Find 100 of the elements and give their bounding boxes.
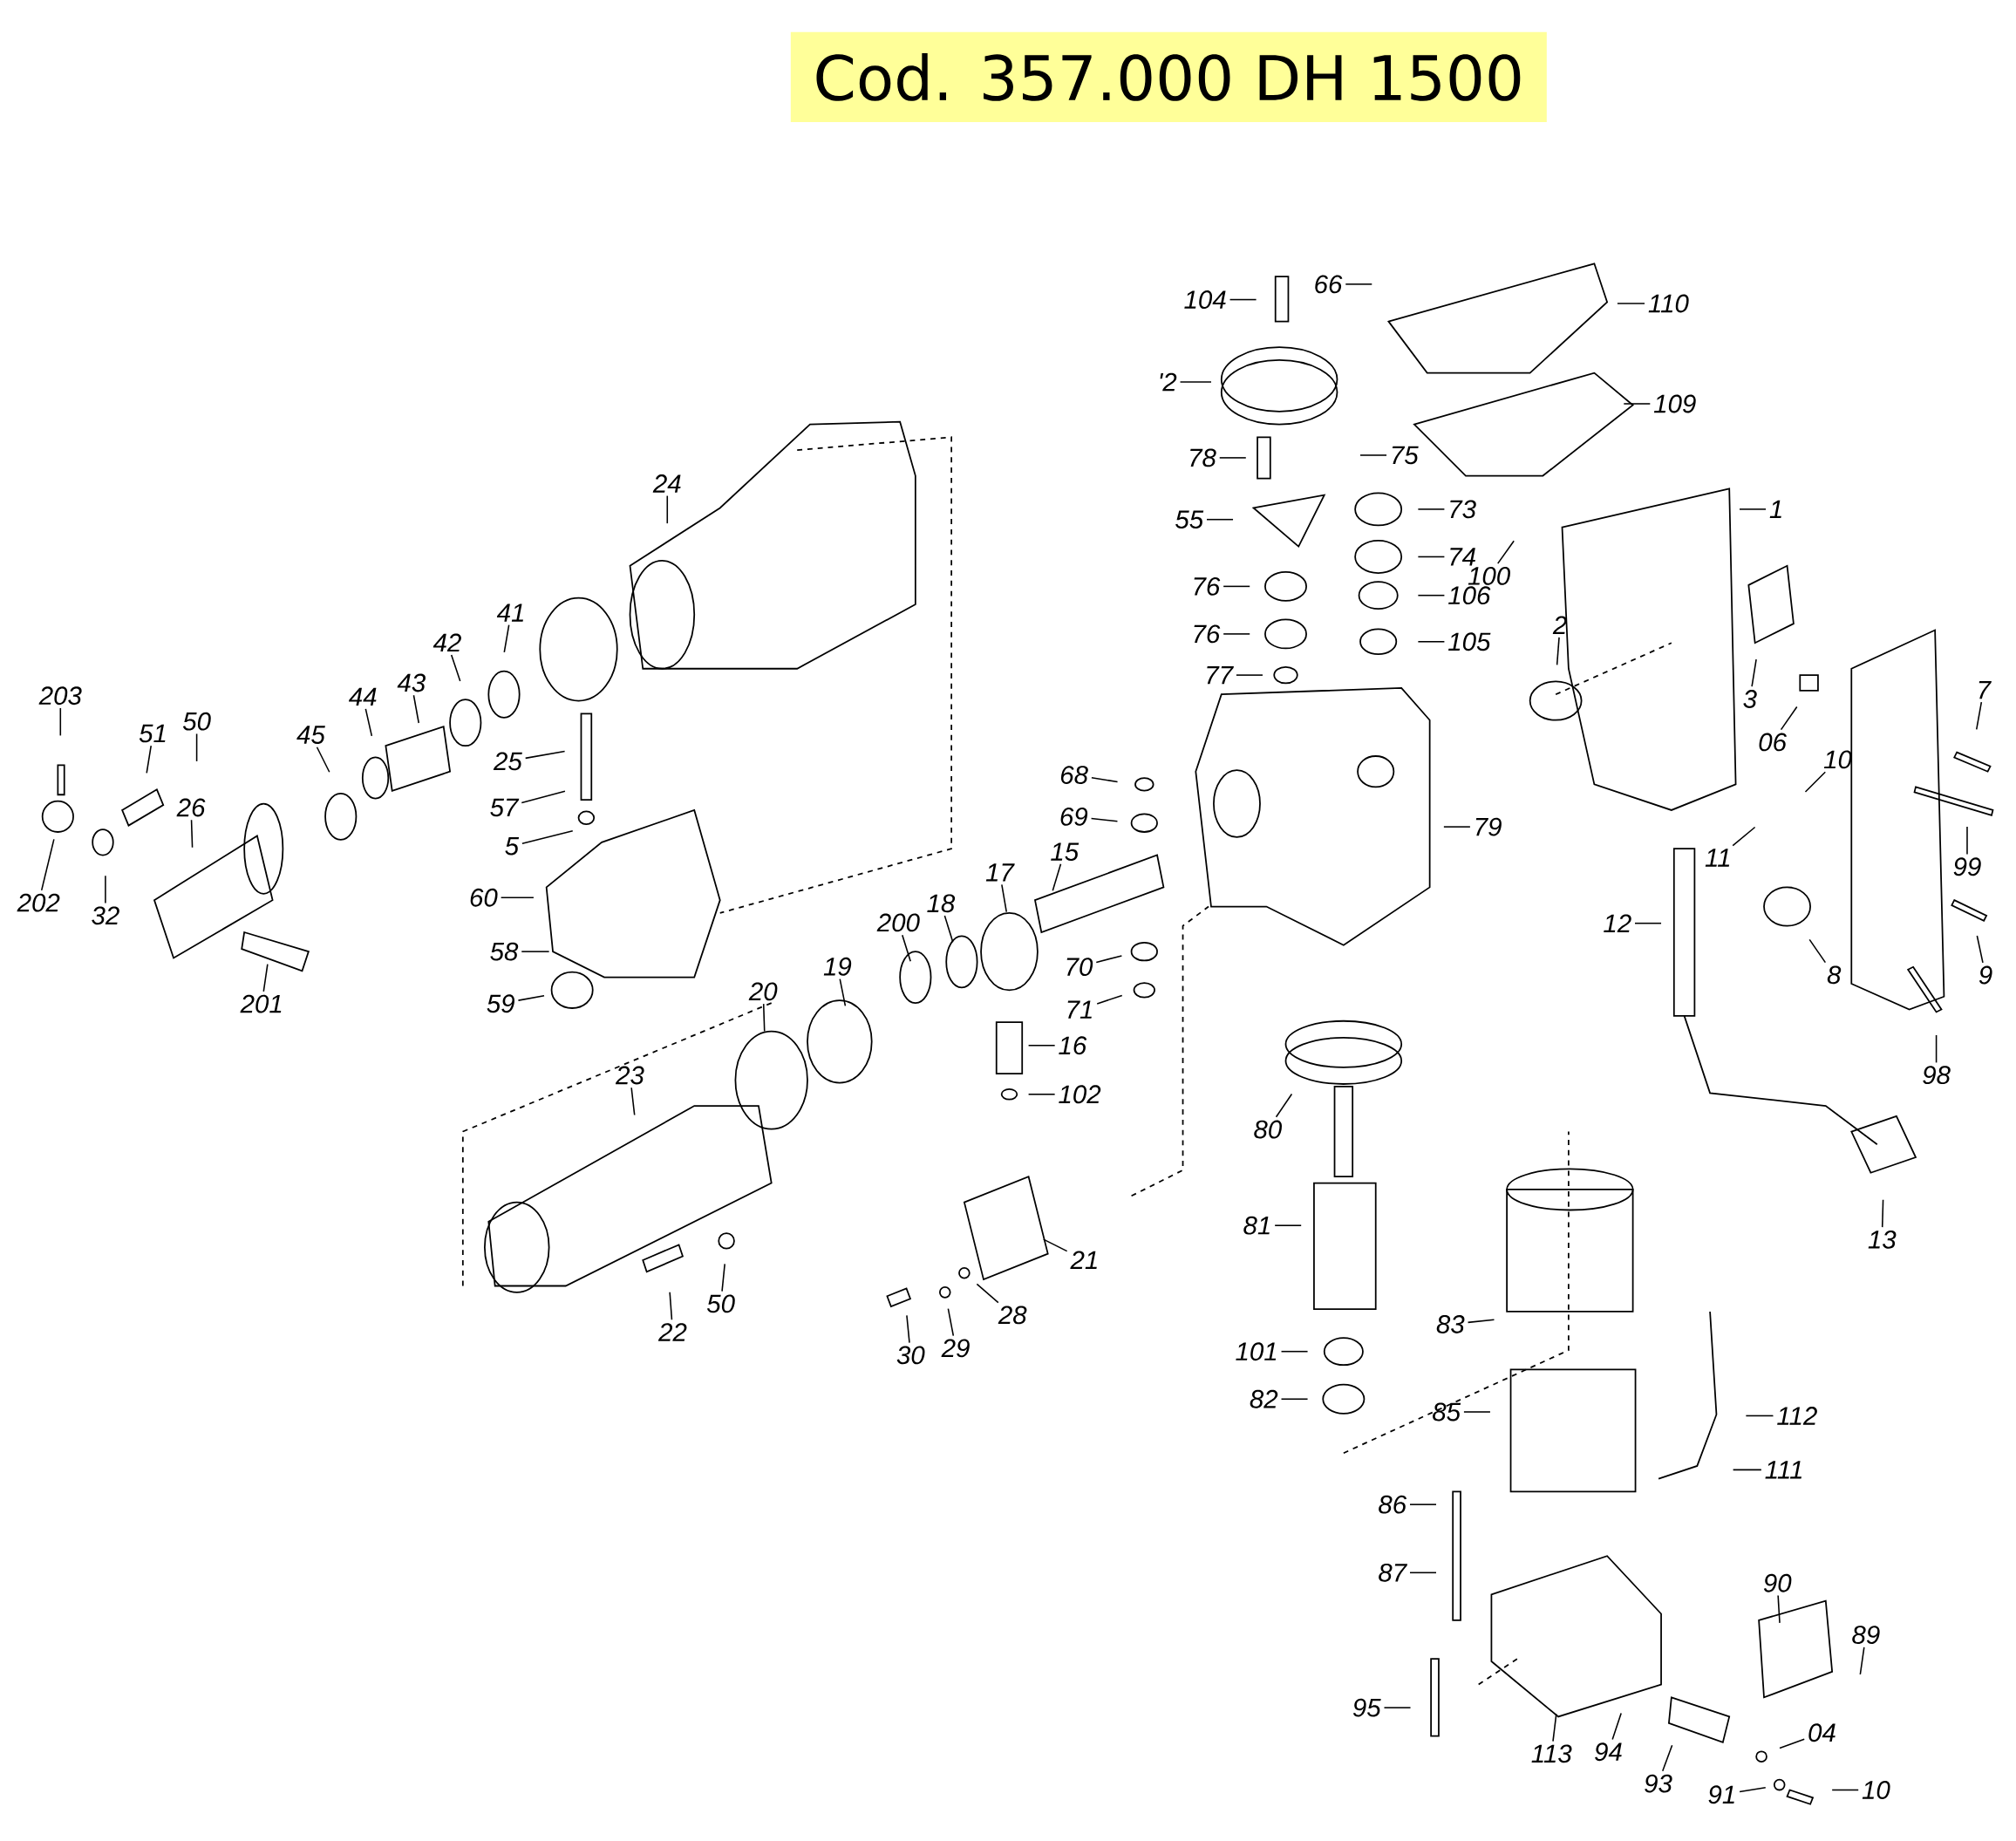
- leader-line: [1556, 636, 1560, 665]
- callout-number: 87: [1379, 1563, 1408, 1582]
- callout-number: 200: [876, 913, 920, 932]
- leader-line: [262, 963, 269, 992]
- callout-number: 66: [1315, 275, 1343, 294]
- leader-line: [1383, 1707, 1412, 1708]
- leader-line: [1831, 1789, 1859, 1791]
- callout-number: 3: [1743, 689, 1757, 708]
- leader-line: [1634, 922, 1662, 924]
- callout-number: 30: [896, 1346, 925, 1365]
- callout-number: 112: [1777, 1406, 1817, 1425]
- callout-number: 110: [1648, 294, 1689, 313]
- leader-line: [1732, 826, 1756, 847]
- callout-number: 45: [296, 726, 325, 744]
- leader-line: [902, 934, 911, 962]
- leader-line: [1345, 283, 1373, 285]
- leader-line: [1443, 826, 1471, 828]
- leader-line: [1463, 1411, 1491, 1413]
- leader-line: [1966, 826, 1968, 856]
- leader-line: [1732, 1469, 1762, 1470]
- callout-number: 13: [1868, 1230, 1897, 1249]
- leader-line: [1976, 935, 1984, 964]
- callout-number: 95: [1352, 1698, 1381, 1717]
- callout-number: 75: [1392, 446, 1419, 465]
- leader-line: [517, 994, 545, 1001]
- leader-line: [943, 915, 954, 943]
- callout-number: 102: [1059, 1085, 1101, 1103]
- callout-number: 81: [1243, 1216, 1270, 1235]
- callout-number: 29: [941, 1339, 970, 1358]
- callout-number: 93: [1645, 1774, 1672, 1793]
- leader-line: [364, 707, 373, 737]
- leader-line: [1496, 540, 1515, 564]
- leader-line: [976, 1283, 999, 1304]
- leader-line: [1223, 632, 1250, 635]
- leader-line: [450, 653, 461, 682]
- leader-line: [1808, 938, 1827, 964]
- callout-number: 18: [927, 894, 956, 913]
- callout-number: 57: [490, 798, 520, 817]
- callout-number: 50: [182, 712, 211, 731]
- leader-line: [40, 838, 55, 891]
- callout-number: 22: [657, 1322, 687, 1341]
- leader-line: [1027, 1093, 1056, 1095]
- callout-number: 8: [1827, 965, 1842, 985]
- callout-number: 111: [1765, 1461, 1801, 1479]
- leader-line: [1206, 518, 1234, 521]
- leader-line: [906, 1314, 910, 1344]
- callout-number: 82: [1250, 1389, 1278, 1408]
- leader-line: [839, 978, 847, 1006]
- leader-line: [1280, 1398, 1309, 1400]
- callout-number: 69: [1060, 807, 1088, 826]
- leader-line: [630, 1087, 636, 1116]
- leader-line: [1275, 1093, 1293, 1118]
- callout-number: 60: [470, 888, 498, 907]
- callout-number: 201: [240, 994, 282, 1013]
- callout-number: 86: [1379, 1495, 1407, 1514]
- callout-number: 24: [652, 474, 681, 493]
- leader-line: [1052, 863, 1062, 891]
- leader-line: [521, 829, 574, 844]
- leader-line: [1179, 380, 1212, 383]
- callout-number: 106: [1448, 586, 1491, 604]
- leader-line: [1975, 701, 1983, 730]
- leader-line: [59, 706, 62, 736]
- callout-number: 80: [1254, 1120, 1282, 1139]
- callout-number: 50: [706, 1294, 735, 1313]
- callout-number: 2: [1552, 616, 1567, 634]
- callout-number: 113: [1531, 1744, 1572, 1763]
- leader-line: [1223, 585, 1250, 587]
- callout-number: 70: [1066, 957, 1093, 976]
- leader-line: [1661, 1744, 1673, 1772]
- callout-number: 11: [1705, 849, 1730, 867]
- callout-number: 98: [1923, 1066, 1951, 1084]
- leader-line: [521, 951, 550, 952]
- callout-number: 77: [1207, 665, 1234, 685]
- callout-number: 78: [1190, 448, 1216, 467]
- leader-line: [1777, 1594, 1781, 1624]
- leader-line: [1859, 1646, 1865, 1675]
- callout-number: 76: [1194, 624, 1221, 644]
- callout-number: 25: [493, 752, 522, 771]
- callout-number: 06: [1759, 733, 1788, 752]
- callout-number: 51: [139, 724, 166, 743]
- leader-line: [1804, 771, 1827, 793]
- callout-number: 16: [1059, 1036, 1087, 1054]
- leader-line: [1751, 658, 1757, 687]
- callout-number: 17: [985, 863, 1015, 882]
- callout-number: 1: [1769, 500, 1781, 518]
- callout-number: 9: [1979, 965, 1992, 985]
- callout-number: 43: [397, 673, 426, 692]
- leader-line: [1467, 1319, 1495, 1323]
- callout-number: 101: [1236, 1342, 1277, 1360]
- leader-line: [1409, 1572, 1437, 1573]
- leader-line: [1236, 674, 1263, 676]
- leader-line: [947, 1307, 955, 1337]
- leader-line: [1617, 303, 1645, 304]
- leader-line: [1739, 1786, 1767, 1793]
- callout-number: 20: [748, 982, 778, 1001]
- leader-line: [1359, 453, 1387, 456]
- callout-number: 19: [823, 957, 852, 976]
- callout-number: 26: [176, 798, 206, 817]
- callout-number: 7: [1979, 680, 1992, 699]
- leader-line: [1739, 508, 1767, 510]
